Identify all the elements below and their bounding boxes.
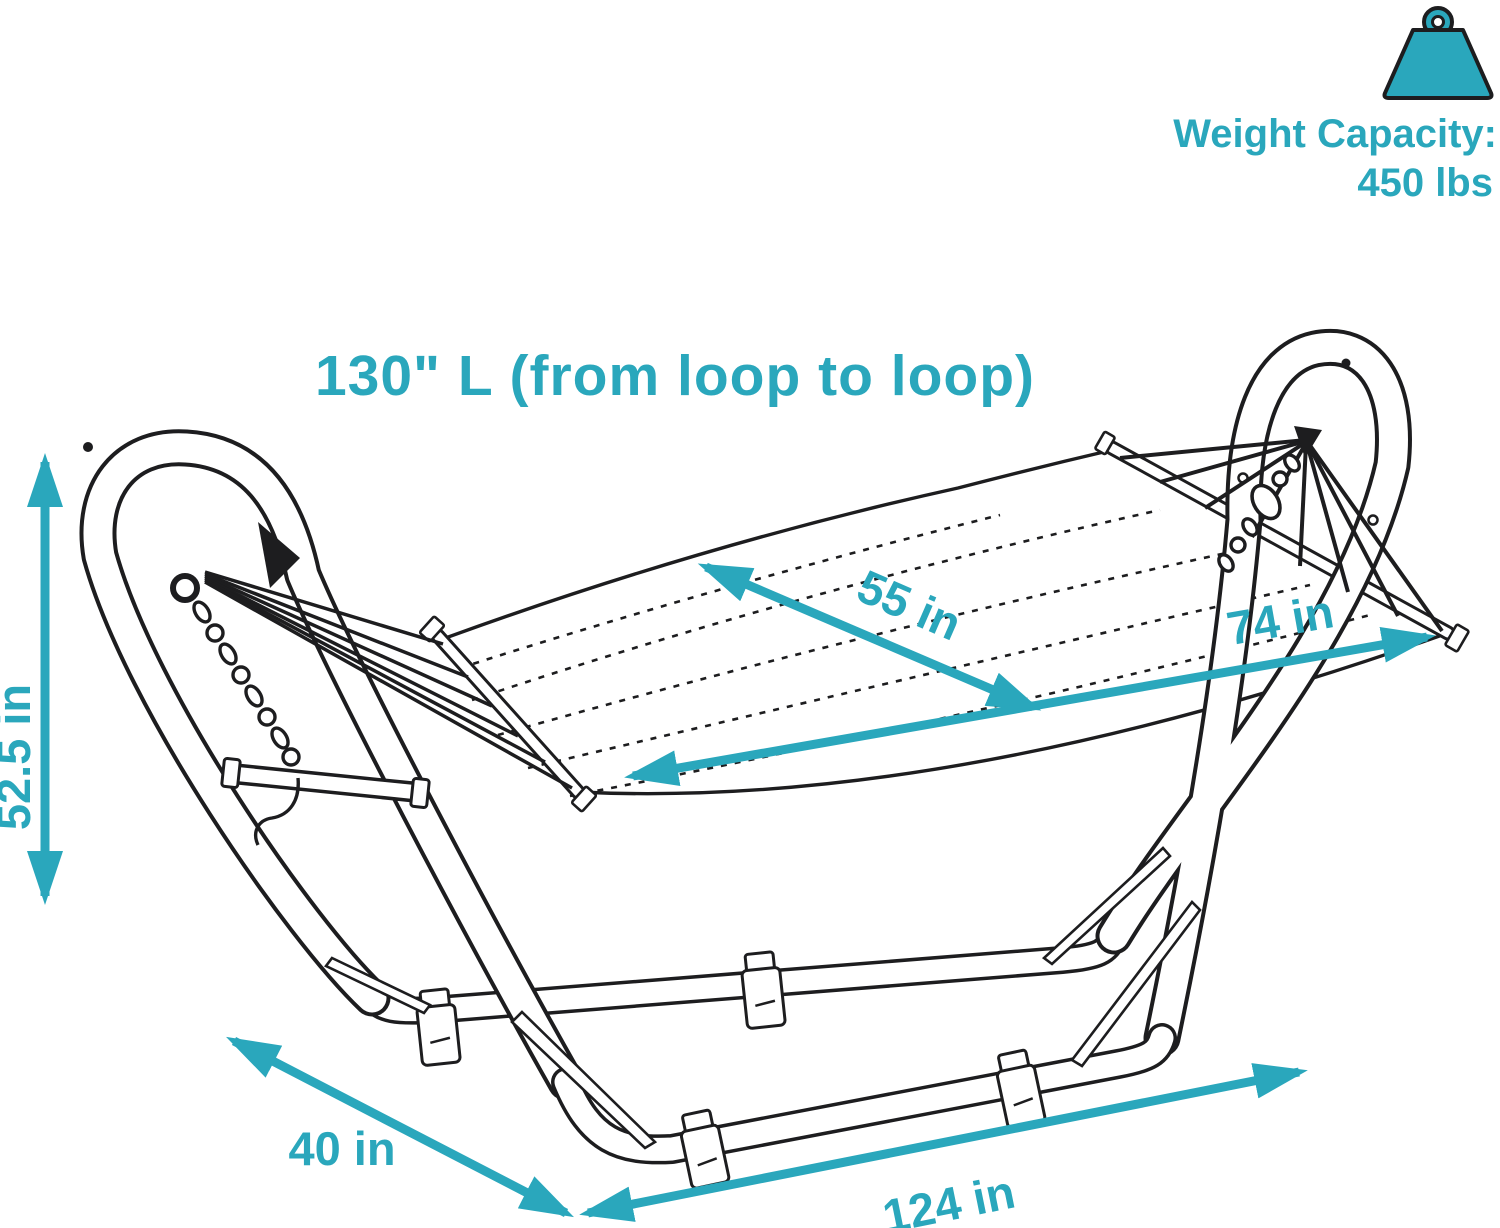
rope-wrap-right — [1294, 426, 1322, 458]
chain-tail — [253, 777, 300, 846]
suspension-hardware — [170, 426, 1444, 846]
bolt-hole — [1341, 358, 1351, 368]
base-length-label: 124 in — [878, 1165, 1019, 1228]
weight-capacity-value: 450 lbs — [1357, 161, 1493, 205]
rail-clamp — [738, 949, 787, 1031]
diagram-title: 130" L (from loop to loop) — [315, 344, 1035, 408]
front-rail — [551, 1023, 1177, 1165]
carabiner — [1250, 483, 1282, 521]
chain-ring — [170, 573, 200, 603]
rail-clamp — [991, 1047, 1048, 1131]
left-stand-arch — [79, 429, 585, 1101]
left-crossbar — [220, 757, 431, 809]
stand-height-label: 52.5 in — [0, 684, 40, 830]
weight-icon — [1382, 6, 1494, 100]
dimension-arrow-height: 52.5 in — [0, 453, 64, 905]
bolt-hole — [83, 442, 93, 452]
pin-hole — [1367, 514, 1379, 526]
right-chain — [1217, 453, 1301, 573]
rope-fan-left — [204, 570, 573, 790]
left-chain — [170, 573, 301, 846]
rope-wrap-left — [258, 522, 300, 588]
dimension-arrow-base-width: 40 in — [226, 1036, 574, 1218]
base-width-label: 40 in — [288, 1122, 395, 1175]
weight-capacity: Weight Capacity: 450 lbs — [1173, 6, 1497, 205]
weight-capacity-label: Weight Capacity: — [1173, 112, 1497, 156]
left-spreader-bar — [418, 615, 598, 813]
rail-clamp — [675, 1107, 732, 1191]
dimension-arrow-base-length: 124 in — [579, 1063, 1308, 1228]
